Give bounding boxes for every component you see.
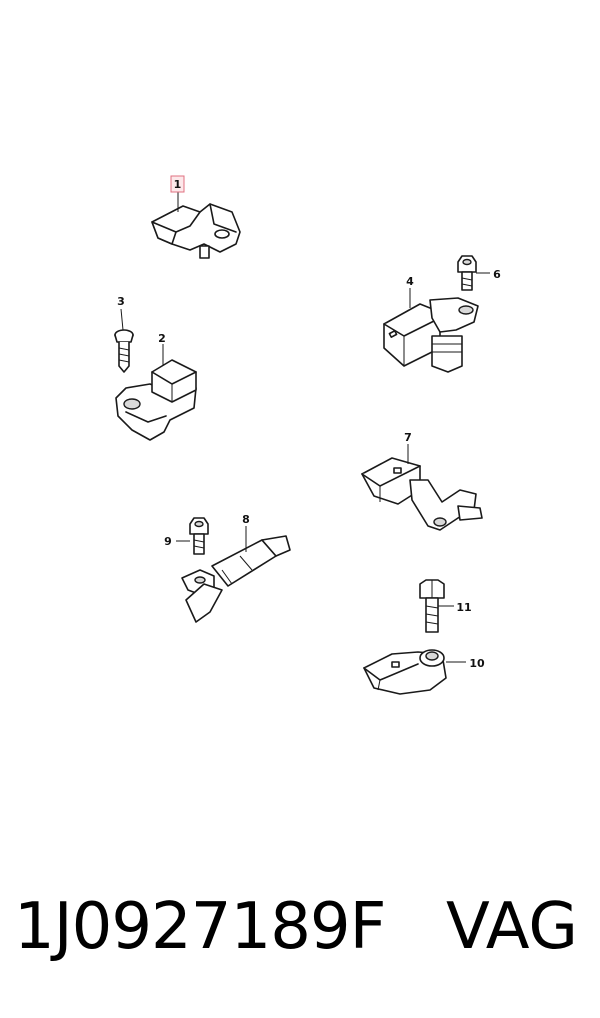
part-7-sensor[interactable] (361, 444, 483, 531)
part-3-screw[interactable] (114, 308, 134, 373)
callout-11[interactable]: 11 (456, 601, 471, 614)
callout-2[interactable]: 2 (158, 332, 166, 345)
brand-name: VAG (446, 890, 578, 964)
part-9-bolt[interactable] (176, 517, 209, 555)
callout-7[interactable]: 7 (404, 431, 412, 444)
callout-6[interactable]: 6 (493, 268, 501, 281)
part-6-bolt[interactable] (457, 255, 490, 291)
footer: 1J0927189F VAG (0, 890, 600, 980)
callout-3[interactable]: 3 (117, 295, 125, 308)
callout-1[interactable]: 1 (170, 175, 185, 193)
part-2-sensor[interactable] (115, 344, 197, 441)
callout-9[interactable]: 9 (164, 535, 172, 548)
part-11-bolt[interactable] (419, 579, 454, 633)
svg-text:1: 1 (174, 178, 182, 191)
part-8-sensor[interactable] (181, 526, 291, 623)
part-10-sensor[interactable] (363, 649, 466, 695)
callout-8[interactable]: 8 (242, 513, 250, 526)
part-4-sensor[interactable] (383, 288, 479, 373)
part-number: 1J0927189F (14, 890, 386, 964)
part-1-sensor[interactable] (151, 192, 241, 259)
callout-10[interactable]: 10 (469, 657, 485, 670)
callout-4[interactable]: 4 (406, 275, 414, 288)
